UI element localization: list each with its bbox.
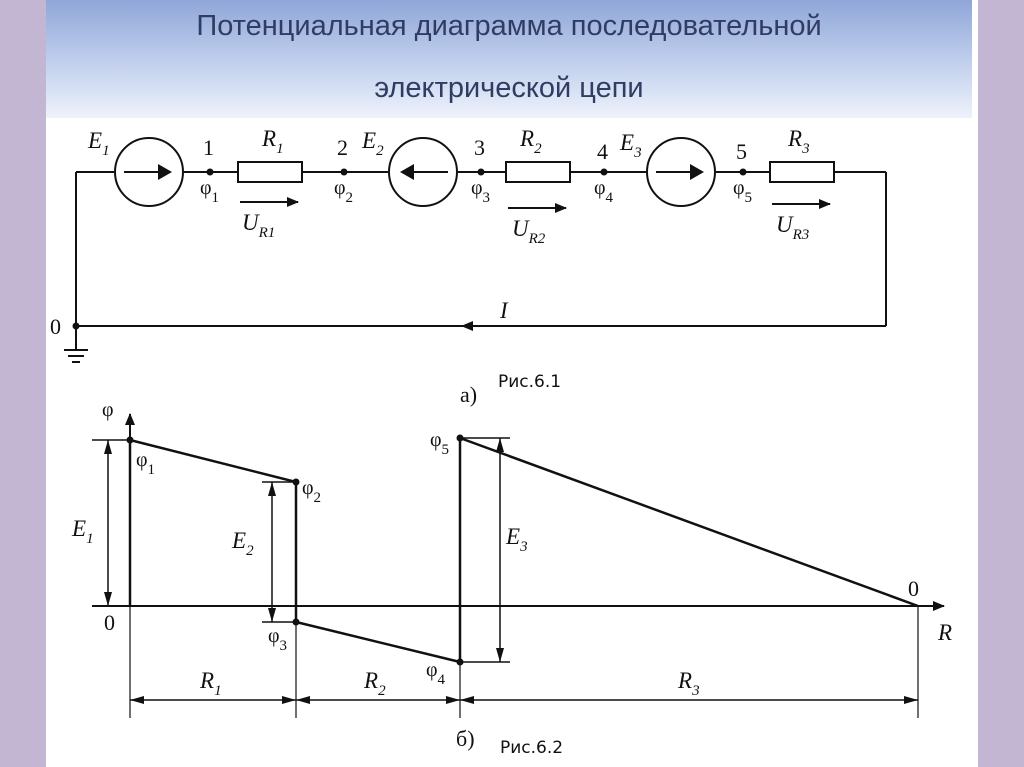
figure-caption-1: Рис.6.1 [498, 372, 562, 392]
axis-label-phi: φ [102, 399, 114, 421]
emf-label-e1: E1 [71, 516, 94, 547]
emf-source-e2 [388, 137, 458, 207]
source-label-e1: E1 [87, 128, 110, 159]
part-label-a: а) [460, 382, 477, 407]
title-line-1: Потенциальная диаграмма последовательной [196, 10, 822, 42]
point-phi3 [292, 618, 300, 626]
segment-label-r3: R3 [677, 668, 700, 699]
source-label-e2: E2 [361, 128, 384, 159]
node-label-4: 4 [597, 139, 608, 164]
node-label-1: 1 [203, 135, 214, 160]
node-label-5: 5 [736, 139, 747, 164]
circuit [64, 137, 887, 363]
emf-source-e1-arrowhead [158, 164, 172, 180]
node-label-0: 0 [50, 314, 61, 339]
point-label-phi1: φ1 [136, 449, 155, 478]
resistor-label-r1: R1 [261, 126, 284, 157]
potential-diagram [92, 413, 945, 718]
part-label-b: б) [456, 726, 475, 751]
resistor-label-r2: R2 [519, 126, 542, 157]
resistor-r3 [769, 161, 835, 183]
node-1 [206, 168, 214, 176]
origin-label: 0 [104, 610, 115, 635]
node-label-3: 3 [474, 135, 485, 160]
node-4 [600, 168, 608, 176]
potential-label-phi4: φ4 [594, 177, 614, 206]
title-band: Потенциальная диаграмма последовательной… [46, 0, 972, 118]
axis-label-r: R [937, 620, 952, 645]
point-phi4 [456, 658, 464, 666]
current-label: I [499, 298, 509, 323]
emf-label-e2: E2 [231, 528, 254, 559]
point-phi1 [126, 436, 134, 444]
resistor-label-r3: R3 [787, 126, 810, 157]
circuit-labels: 0 1 2 3 4 5 E1 E2 E3 R1 R2 R3 UR1 UR2 UR… [50, 126, 810, 407]
emf-source-e3-arrowhead [690, 164, 704, 180]
slide: Потенциальная диаграмма последовательной… [46, 0, 978, 767]
node-5 [739, 168, 747, 176]
title-line-2: электрической цепи [374, 72, 644, 104]
emf-source-e2-arrowhead [400, 164, 414, 180]
end-label: 0 [908, 576, 919, 601]
potential-label-phi2: φ2 [334, 177, 353, 206]
point-label-phi5: φ5 [430, 429, 449, 458]
segment-label-r1: R1 [199, 668, 222, 699]
emf-label-e3: E3 [505, 524, 528, 555]
resistor-r2 [505, 161, 571, 183]
node-3 [477, 168, 485, 176]
point-label-phi2: φ2 [302, 477, 321, 506]
node-0 [72, 322, 80, 330]
voltage-label-ur3: UR3 [776, 212, 809, 243]
node-label-2: 2 [337, 135, 348, 160]
potential-label-phi3: φ3 [471, 177, 490, 206]
point-label-phi4: φ4 [426, 659, 446, 688]
diagram-labels: φ R 0 0 φ1 φ2 φ3 φ4 φ5 E1 E2 E3 R1 R2 R3… [71, 399, 952, 751]
emf-source-e3 [646, 137, 716, 207]
potential-label-phi5: φ5 [733, 177, 752, 206]
emf-source-e1 [114, 137, 184, 207]
voltage-label-ur2: UR2 [512, 216, 546, 247]
circuit-nodes [72, 168, 747, 330]
diagram-points [126, 434, 464, 666]
resistor-r1 [237, 161, 303, 183]
source-label-e3: E3 [619, 130, 642, 161]
voltage-label-ur1: UR1 [242, 210, 275, 241]
node-2 [340, 168, 348, 176]
point-label-phi3: φ3 [268, 625, 287, 654]
segment-label-r2: R2 [363, 668, 386, 699]
point-phi2 [292, 478, 300, 486]
figure-caption-2: Рис.6.2 [500, 738, 564, 758]
point-phi5 [456, 434, 464, 442]
potential-label-phi1: φ1 [200, 177, 219, 206]
